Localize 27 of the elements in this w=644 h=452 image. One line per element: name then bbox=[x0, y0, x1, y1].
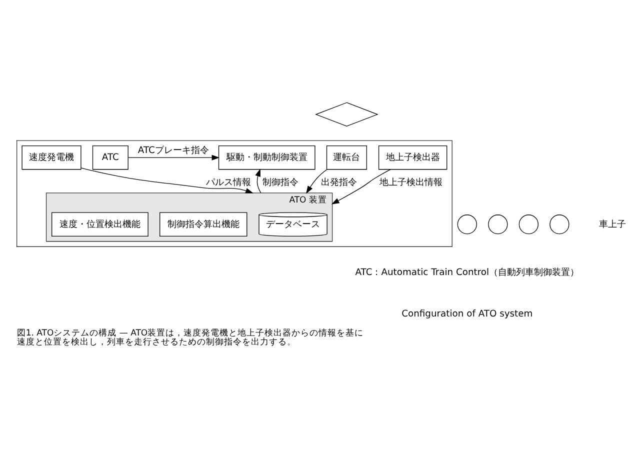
arrow bbox=[255, 168, 262, 194]
node-box: 速度発電機 bbox=[22, 146, 82, 170]
cluster bbox=[16, 140, 452, 247]
node-box: ATC bbox=[92, 146, 128, 170]
arrow bbox=[331, 169, 391, 204]
arrow bbox=[306, 169, 328, 194]
label: ATC：Automatic Train Control（自動列車制御装置） bbox=[355, 267, 580, 278]
edge-label: ATCブレーキ指令 bbox=[138, 145, 209, 156]
edge-label: 制御指令 bbox=[262, 177, 298, 188]
edge-label: 出発指令 bbox=[321, 177, 358, 188]
node-box: 駆動・制動制御装置 bbox=[218, 146, 316, 170]
edge-label: パルス情報 bbox=[206, 177, 252, 188]
node-circle bbox=[518, 214, 538, 234]
node-diamond bbox=[315, 102, 378, 127]
node-circle bbox=[457, 214, 477, 234]
node-box: 地上子検出器 bbox=[378, 146, 448, 170]
edge-label: 地上子検出情報 bbox=[380, 177, 443, 188]
arrow bbox=[80, 168, 254, 194]
node-circle bbox=[550, 214, 570, 234]
node-box: 速度・位置検出機能 bbox=[52, 212, 148, 236]
label: 車上子 bbox=[598, 218, 626, 230]
label: Configuration of ATO system bbox=[402, 308, 533, 320]
node-box: 運転台 bbox=[326, 146, 367, 170]
caption: 図1. ATOシステムの構成 — ATO装置は，速度発電機と地上子検出器からの情報を基に速度と位置を検出し，列車を走行させるための制御指令を出力する。 bbox=[16, 328, 364, 348]
node-circle bbox=[488, 214, 508, 234]
arrow bbox=[128, 154, 220, 160]
node-box: 制御指令算出機能 bbox=[160, 212, 248, 236]
